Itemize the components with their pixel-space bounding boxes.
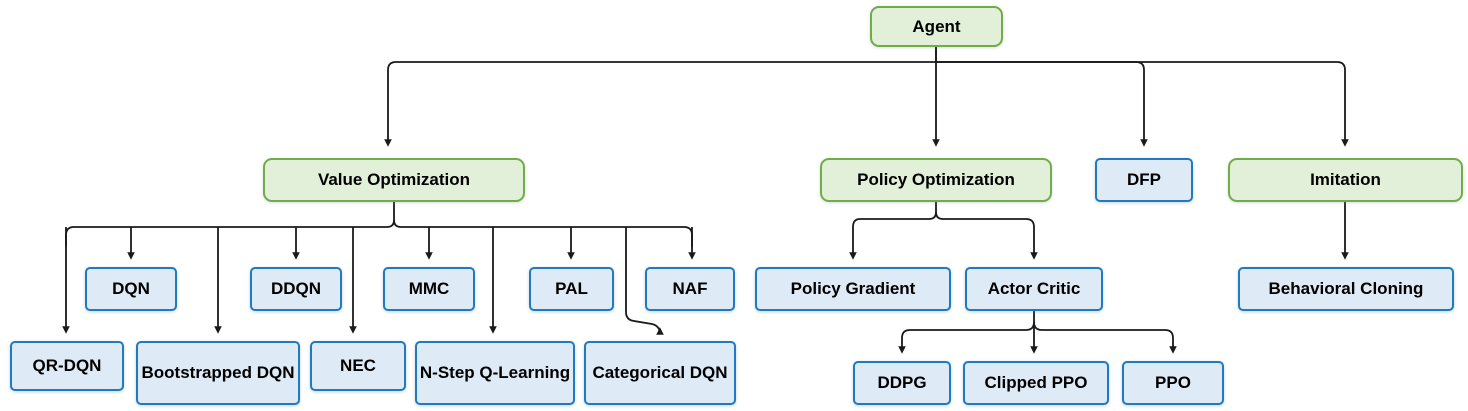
node-label: Categorical DQN bbox=[592, 362, 728, 382]
edge-agent-to-dfp bbox=[936, 61, 1148, 147]
node-label: Agent bbox=[912, 16, 961, 36]
node-qr-dqn[interactable]: QR-DQN bbox=[10, 341, 124, 391]
node-mmc[interactable]: MMC bbox=[383, 267, 475, 311]
node-pal[interactable]: PAL bbox=[529, 267, 614, 311]
edge-agent-to-imitation bbox=[936, 61, 1349, 147]
node-label: Policy Optimization bbox=[857, 170, 1015, 190]
node-label: DFP bbox=[1127, 170, 1161, 190]
node-ddpg[interactable]: DDPG bbox=[853, 361, 951, 405]
node-label: NEC bbox=[340, 356, 376, 376]
node-nec[interactable]: NEC bbox=[310, 341, 406, 391]
node-categorical-dqn[interactable]: Categorical DQN bbox=[584, 341, 736, 405]
node-imitation[interactable]: Imitation bbox=[1228, 158, 1463, 202]
node-label: Bootstrapped DQN bbox=[141, 362, 295, 382]
node-label: Behavioral Cloning bbox=[1268, 279, 1424, 299]
node-n-step-q-learning[interactable]: N-Step Q-Learning bbox=[415, 341, 575, 405]
node-policy-gradient[interactable]: Policy Gradient bbox=[755, 267, 951, 311]
node-label: DQN bbox=[112, 279, 150, 299]
node-label: Clipped PPO bbox=[984, 373, 1088, 393]
node-label: QR-DQN bbox=[32, 356, 102, 376]
node-value-optimization[interactable]: Value Optimization bbox=[263, 158, 525, 202]
node-label: DDQN bbox=[270, 279, 322, 299]
edge-policy-optimization-bus bbox=[849, 202, 1038, 260]
edge-value-optimization-bus bbox=[65, 202, 693, 247]
edge-agent-to-value-optimization bbox=[388, 47, 937, 143]
node-label: PPO bbox=[1155, 373, 1191, 393]
node-label: Value Optimization bbox=[317, 170, 471, 190]
node-behavioral-cloning[interactable]: Behavioral Cloning bbox=[1238, 267, 1454, 311]
node-dfp[interactable]: DFP bbox=[1095, 158, 1193, 202]
node-label: NAF bbox=[672, 279, 708, 299]
node-naf[interactable]: NAF bbox=[645, 267, 735, 311]
node-policy-optimization[interactable]: Policy Optimization bbox=[820, 158, 1052, 202]
node-label: MMC bbox=[408, 279, 450, 299]
node-label: Imitation bbox=[1310, 170, 1381, 190]
node-actor-critic[interactable]: Actor Critic bbox=[965, 267, 1103, 311]
node-clipped-ppo[interactable]: Clipped PPO bbox=[963, 361, 1109, 405]
node-label: Policy Gradient bbox=[790, 279, 916, 299]
node-label: N-Step Q-Learning bbox=[419, 362, 571, 382]
node-ddqn[interactable]: DDQN bbox=[250, 267, 342, 311]
node-label: Actor Critic bbox=[987, 279, 1081, 299]
node-agent[interactable]: Agent bbox=[870, 6, 1003, 47]
node-dqn[interactable]: DQN bbox=[85, 267, 177, 311]
node-bootstrapped-dqn[interactable]: Bootstrapped DQN bbox=[136, 341, 300, 405]
node-ppo[interactable]: PPO bbox=[1122, 361, 1224, 405]
node-label: DDPG bbox=[877, 373, 927, 393]
edge-actor-critic-bus bbox=[898, 311, 1177, 354]
node-label: PAL bbox=[555, 279, 588, 299]
